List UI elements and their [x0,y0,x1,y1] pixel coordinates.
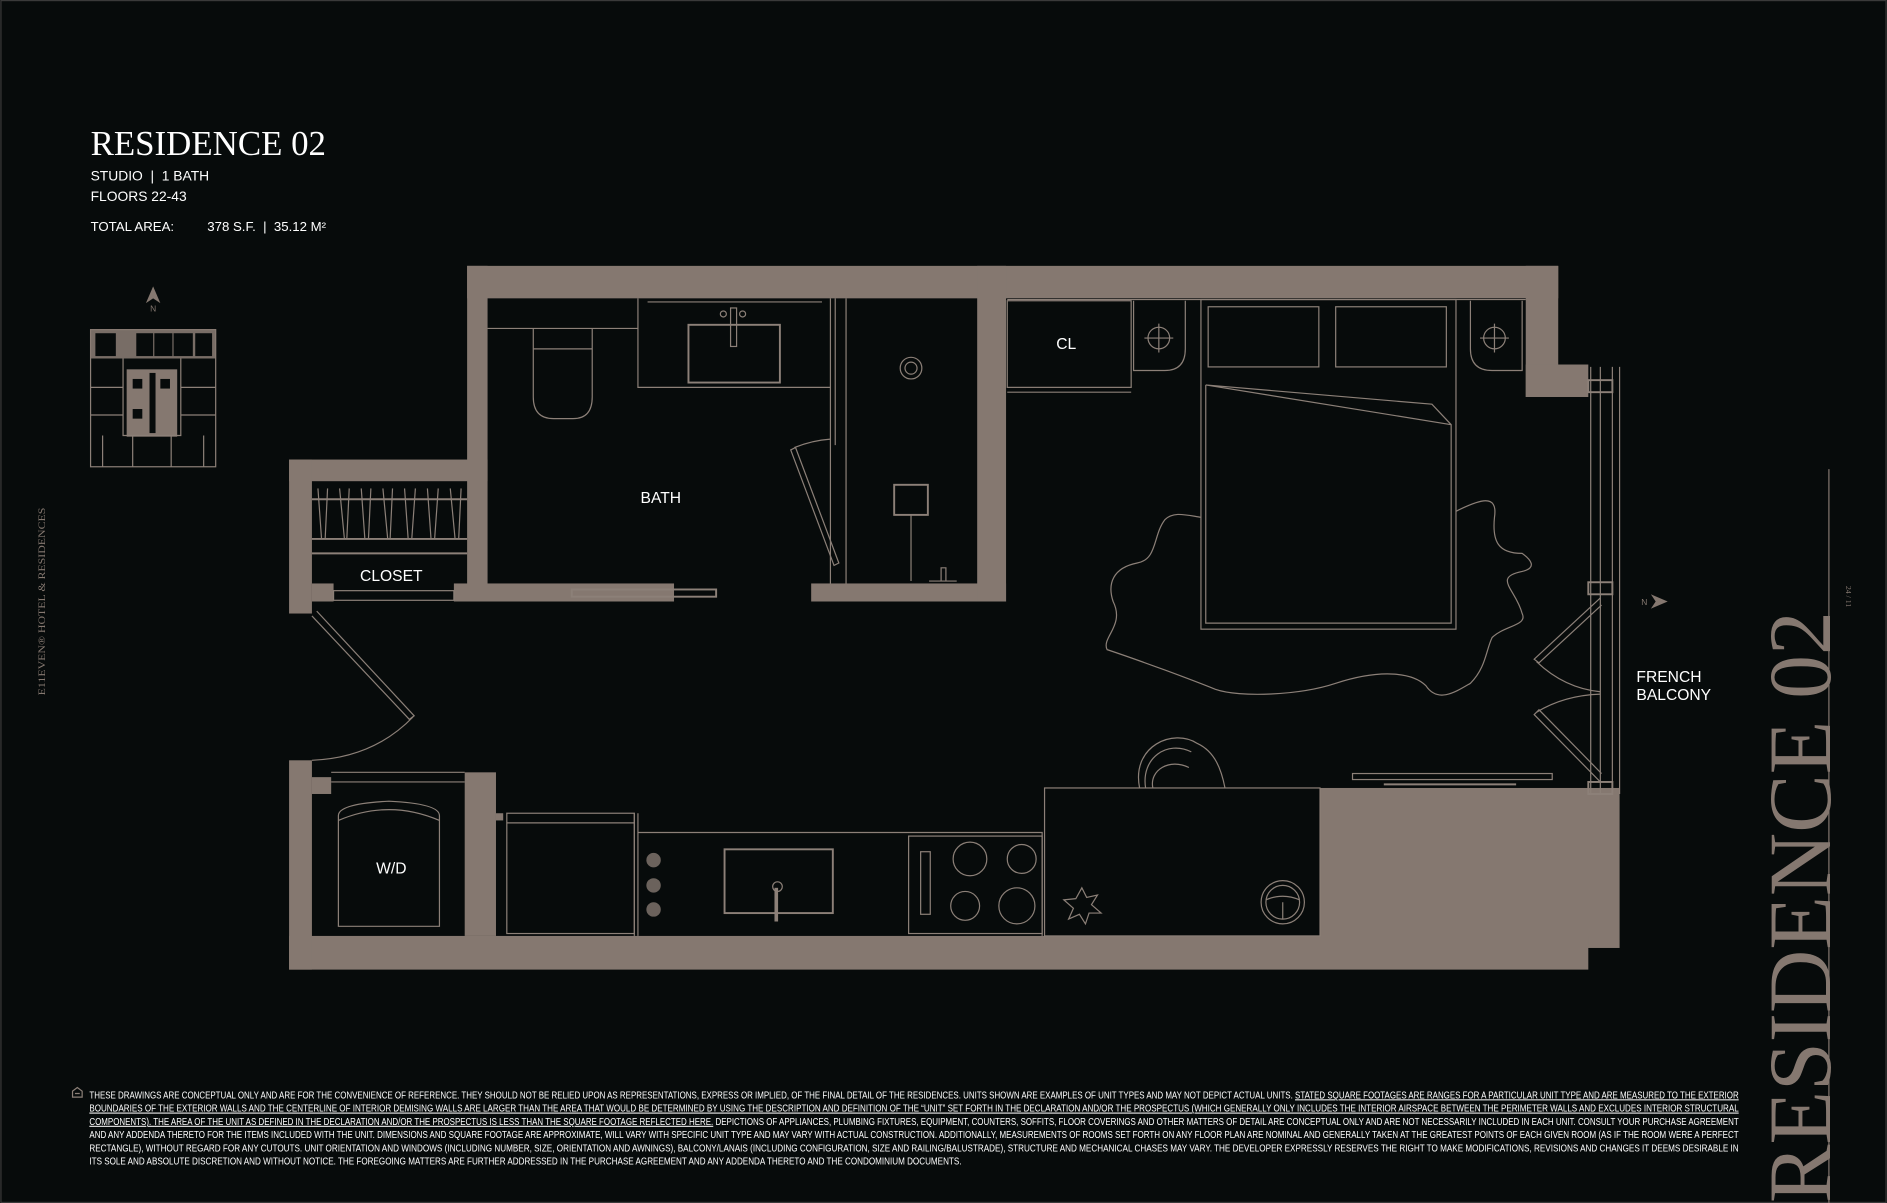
area-value: 378 S.F. | 35.12 M² [207,219,326,234]
closet: CLOSET [311,488,468,601]
room-label-wd: W/D [376,860,406,877]
entry-door[interactable] [311,610,416,761]
nightstand [1469,300,1523,372]
disclaimer-line: COMPONENTS). THE AREA OF THE UNIT AS DEF… [89,1117,1739,1128]
equal-housing-icon [71,1086,83,1098]
cooktop [908,835,1043,935]
shower-glass [829,298,847,584]
steering-wheel-icon [1260,879,1306,925]
keyplan-north-label: N [150,304,156,314]
rug [1105,500,1532,696]
shower-control [893,483,929,516]
unit-type: STUDIO | 1 BATH [91,167,210,183]
pillow [1207,306,1320,368]
laundry: W/D [331,771,465,927]
french-balcony: FRENCH BALCONY N [1533,366,1712,795]
balcony-label-line2: BALCONY [1636,687,1711,704]
wardrobe [1006,300,1132,388]
room-label-closet: CLOSET [360,568,423,585]
shower-head [899,356,923,380]
disclaimer-line: BOUNDARIES OF THE EXTERIOR WALLS AND THE… [89,1104,1739,1115]
chair[interactable] [1137,737,1226,789]
window [1590,366,1621,794]
bed [1200,298,1457,630]
disclaimer-line: RECTANGLE), WITHOUT REGARD FOR ANY CUTOU… [89,1143,1738,1154]
plant-icon [646,878,661,893]
compass-north-label: N [1641,597,1647,607]
burner [950,890,981,921]
north-arrow-icon [145,286,161,304]
header: RESIDENCE 02 STUDIO | 1 BATH FLOORS 22-4… [91,124,327,234]
floors: FLOORS 22-43 [91,188,187,204]
closet-door[interactable] [332,590,455,601]
disclaimer-line: THESE DRAWINGS ARE CONCEPTUAL ONLY AND A… [89,1090,1738,1101]
kitchen-sink [723,848,834,915]
burner [1006,843,1037,874]
shower-door[interactable] [789,438,840,567]
bathroom: BATH [487,298,957,598]
faucet [729,307,738,348]
flower-icon [1062,886,1103,926]
bath-sliding-door[interactable] [570,588,718,598]
balcony-label-line1: FRENCH [1636,669,1701,686]
plant-icon [646,902,661,917]
bed-blanket [1205,384,1452,624]
disclaimer-line: ITS SOLE AND ABSOLUTE DISCRETION AND WIT… [89,1157,961,1168]
north-arrow-icon [1650,594,1668,609]
nightstand [1132,300,1186,372]
big-vertical-title: RESIDENCE 02 [1752,611,1850,1203]
french-doors[interactable] [1533,597,1602,783]
sink [687,323,781,384]
brand-vertical: E11EVEN® HOTEL & RESIDENCES [37,508,47,696]
tv [1351,772,1553,781]
plant-icon [646,852,661,868]
page-number: 24 / 11 [1844,586,1853,607]
burner [952,841,988,877]
closet-rod [311,498,468,555]
living-area: CL [1006,298,1553,789]
walls [289,265,1620,970]
disclaimer-line: AND ANY ADDENDA THERETO FOR THE ITEMS IN… [89,1130,1739,1141]
kitchen [506,787,1321,937]
page-title: RESIDENCE 02 [91,124,326,163]
area-label: TOTAL AREA: [91,219,175,234]
pillow [1335,306,1447,368]
toilet [532,328,593,420]
washer-dryer [337,800,441,927]
disclaimer: THESE DRAWINGS ARE CONCEPTUAL ONLY AND A… [71,1086,1739,1168]
burner [998,887,1036,925]
desk [1043,787,1321,937]
room-label-bath: BATH [641,490,682,507]
hangers [317,488,462,540]
key-plan: N [89,286,217,468]
room-label-cl: CL [1056,336,1076,353]
